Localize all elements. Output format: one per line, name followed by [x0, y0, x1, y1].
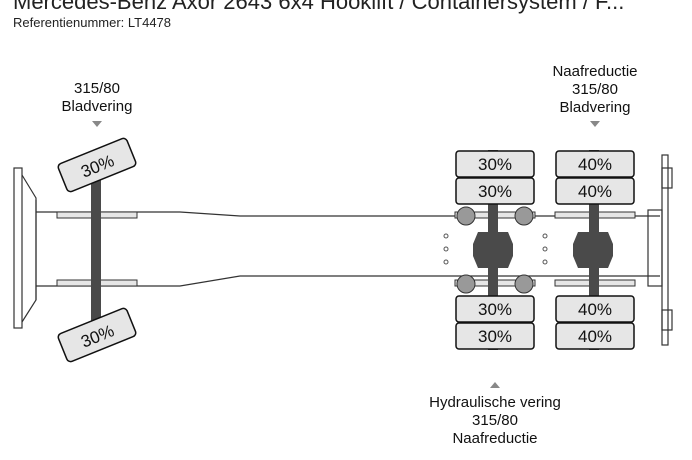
- front-tire-bottom: 30%: [57, 307, 137, 363]
- svg-text:30%: 30%: [478, 155, 512, 174]
- down-arrow-icon: [590, 121, 600, 127]
- rear1-tire-bottom-inner: 30%: [455, 295, 535, 323]
- reference-number: Referentienummer: LT4478: [13, 15, 172, 30]
- front-bumper: [13, 167, 23, 329]
- front-tire-top: 30%: [57, 137, 137, 193]
- rear2-tire-top-inner: 40%: [555, 177, 635, 205]
- svg-text:40%: 40%: [578, 300, 612, 319]
- svg-text:30%: 30%: [478, 182, 512, 201]
- rear-axle-2: 40% 40% 40% 40%: [554, 150, 636, 350]
- rear2-tire-top-outer: 40%: [555, 150, 635, 178]
- svg-text:Naafreductie: Naafreductie: [452, 430, 537, 447]
- svg-text:Naafreductie: Naafreductie: [552, 63, 637, 80]
- svg-text:40%: 40%: [578, 327, 612, 346]
- page-title: Mercedes-Benz Axor 2643 6x4 Hooklift / C…: [13, 0, 625, 14]
- front-bumper-bracket: [21, 174, 37, 323]
- rear-axle-1: 30% 30% 30% 30%: [454, 150, 536, 350]
- svg-text:315/80: 315/80: [472, 412, 518, 429]
- rear-axle-1-differential: [473, 232, 513, 268]
- down-arrow-icon: [92, 121, 102, 127]
- rear-crossmember: [647, 209, 663, 287]
- svg-text:40%: 40%: [578, 182, 612, 201]
- rear-end-plate: [661, 154, 669, 346]
- svg-text:Bladvering: Bladvering: [560, 99, 631, 116]
- svg-text:40%: 40%: [578, 155, 612, 174]
- svg-text:Bladvering: Bladvering: [62, 98, 133, 115]
- front-axle-beam: [91, 175, 101, 325]
- rear1-tire-top-inner: 30%: [455, 177, 535, 205]
- front-axle-label: 315/80 Bladvering: [62, 80, 133, 127]
- rear2-tire-bottom-outer: 40%: [555, 322, 635, 350]
- rear-axle-2-differential: [573, 232, 613, 268]
- svg-text:30%: 30%: [478, 300, 512, 319]
- rear1-tire-bottom-outer: 30%: [455, 322, 535, 350]
- chassis-frame: [13, 154, 673, 346]
- svg-text:315/80: 315/80: [74, 80, 120, 97]
- rear1-tire-top-outer: 30%: [455, 150, 535, 178]
- front-axle: 30% 30%: [56, 137, 138, 363]
- rear-axle-1-label: Hydraulische vering 315/80 Naafreductie: [429, 382, 561, 447]
- svg-text:Hydraulische vering: Hydraulische vering: [429, 394, 561, 411]
- frame-rivets: [443, 233, 548, 265]
- rear-axle-1-hub: [456, 206, 476, 226]
- rear2-tire-bottom-inner: 40%: [555, 295, 635, 323]
- svg-text:315/80: 315/80: [572, 81, 618, 98]
- up-arrow-icon: [490, 382, 500, 388]
- svg-text:30%: 30%: [478, 327, 512, 346]
- rear-axle-2-label: Naafreductie 315/80 Bladvering: [552, 63, 638, 127]
